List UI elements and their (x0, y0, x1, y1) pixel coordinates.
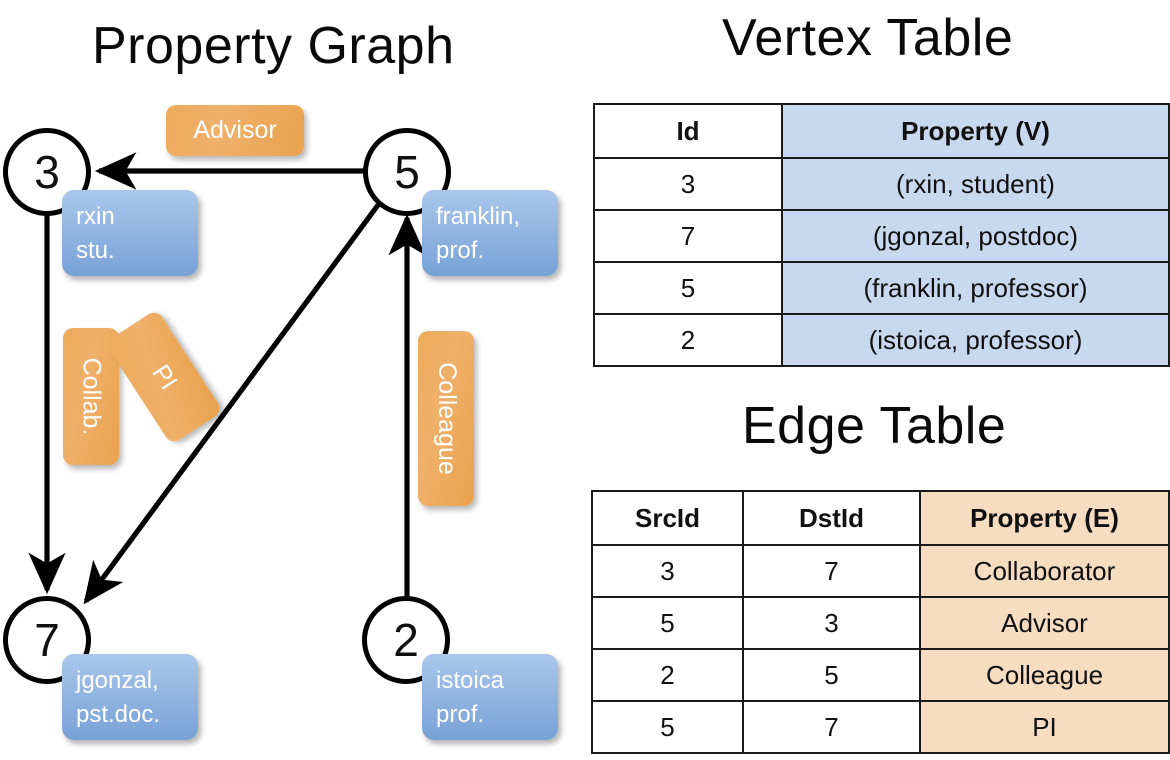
edge-table-header-row: SrcId DstId Property (E) (591, 490, 1170, 546)
edge-cell-src: 5 (591, 596, 744, 650)
vertex-table: Id Property (V) 3 (rxin, student) 7 (jgo… (593, 103, 1170, 367)
page-title-property-graph: Property Graph (92, 17, 455, 75)
edge-cell-property: Collaborator (919, 544, 1170, 598)
vertex-property-box-3-line1: rxin (76, 203, 115, 230)
edge-label-box-advisor: Advisor (166, 105, 304, 156)
edge-arrow-pi (83, 203, 381, 605)
vertex-property-box-2: istoica prof. (422, 654, 558, 740)
edge-cell-property: Advisor (919, 596, 1170, 650)
vertex-property-box-3: rxin stu. (62, 190, 198, 276)
vertex-property-box-2-line2: prof. (436, 701, 485, 729)
vertex-property-box-7-line2: pst.doc. (76, 701, 161, 729)
edge-label-colleague-text: Colleague (432, 362, 461, 475)
vertex-property-box-5-line2: prof. (436, 237, 485, 265)
graph-node-2[interactable]: 2 (362, 596, 450, 684)
edge-label-collab-text: Collab. (77, 357, 106, 436)
table-row[interactable]: 5 3 Advisor (591, 596, 1170, 650)
edge-cell-dst: 3 (742, 596, 921, 650)
graph-node-3-label: 3 (34, 146, 60, 198)
edge-table-header-property: Property (E) (919, 490, 1170, 546)
edge-cell-property: PI (919, 700, 1170, 754)
vertex-property-box-5-line1: franklin, (436, 203, 521, 230)
vertex-table-header-row: Id Property (V) (593, 103, 1170, 159)
vertex-cell-id: 2 (593, 313, 783, 367)
table-row[interactable]: 7 (jgonzal, postdoc) (593, 209, 1170, 263)
vertex-cell-id: 5 (593, 261, 783, 315)
vertex-table-header-property: Property (V) (781, 103, 1170, 159)
vertex-property-box-3-line2: stu. (76, 237, 115, 265)
vertex-property-box-7: jgonzal, pst.doc. (62, 654, 198, 740)
table-row[interactable]: 5 (franklin, professor) (593, 261, 1170, 315)
edge-label-advisor-text: Advisor (193, 116, 277, 144)
graph-node-7-label: 7 (34, 614, 60, 666)
edge-label-pi-text: PI (146, 359, 183, 395)
graph-node-2-label: 2 (393, 614, 419, 666)
graph-edges-svg (28, 152, 426, 605)
vertex-cell-id: 7 (593, 209, 783, 263)
vertex-table-header-id: Id (593, 103, 783, 159)
graph-node-5[interactable]: 5 (363, 128, 451, 216)
page-title-edge-table: Edge Table (742, 397, 1007, 455)
vertex-cell-property: (jgonzal, postdoc) (781, 209, 1170, 263)
graph-node-5-label: 5 (394, 146, 420, 198)
table-row[interactable]: 2 (istoica, professor) (593, 313, 1170, 367)
table-row[interactable]: 3 7 Collaborator (591, 544, 1170, 598)
vertex-property-box-5: franklin, prof. (422, 190, 558, 276)
property-graph-panel: Property Graph 3 5 7 2 (3, 17, 558, 740)
vertex-cell-property: (istoica, professor) (781, 313, 1170, 367)
edge-label-box-colleague: Colleague (418, 331, 474, 506)
edge-cell-dst: 7 (742, 700, 921, 754)
table-row[interactable]: 5 7 PI (591, 700, 1170, 754)
vertex-property-box-7-line1: jgonzal, (76, 667, 159, 694)
edge-cell-dst: 5 (742, 648, 921, 702)
edge-table-header-dstid: DstId (742, 490, 921, 546)
edge-cell-src: 2 (591, 648, 744, 702)
vertex-cell-property: (franklin, professor) (781, 261, 1170, 315)
edge-table-header-srcid: SrcId (591, 490, 744, 546)
edge-cell-src: 5 (591, 700, 744, 754)
vertex-cell-id: 3 (593, 157, 783, 211)
page-title-vertex-table: Vertex Table (722, 9, 1014, 67)
edge-cell-property: Colleague (919, 648, 1170, 702)
vertex-property-box-2-line1: istoica (436, 667, 505, 694)
edge-cell-src: 3 (591, 544, 744, 598)
table-row[interactable]: 2 5 Colleague (591, 648, 1170, 702)
vertex-cell-property: (rxin, student) (781, 157, 1170, 211)
table-row[interactable]: 3 (rxin, student) (593, 157, 1170, 211)
edge-cell-dst: 7 (742, 544, 921, 598)
edge-table: SrcId DstId Property (E) 3 7 Collaborato… (591, 490, 1170, 754)
